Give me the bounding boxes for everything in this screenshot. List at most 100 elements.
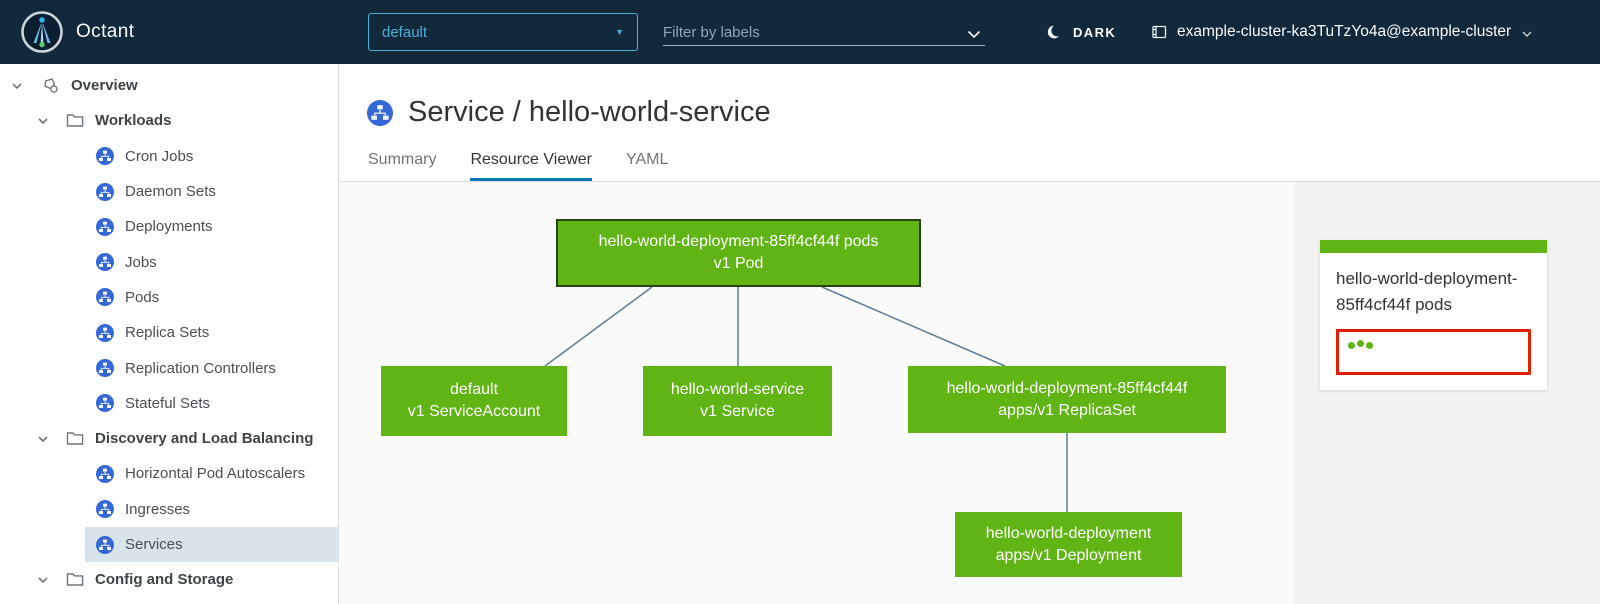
sidebar-item-label: Ingresses [125, 500, 191, 518]
sidebar-item-label: Jobs [125, 253, 157, 271]
tab-divider [340, 181, 1600, 182]
pod-ok-dot [1366, 341, 1373, 349]
stateful-sets-icon [95, 393, 115, 413]
pod-ok-dot [1348, 341, 1355, 349]
sidebar-item-config-and-storage[interactable]: Config and Storage [0, 562, 338, 597]
sidebar-item-discovery-and-load-balancing[interactable]: Discovery and Load Balancing [0, 421, 338, 456]
tab-yaml[interactable]: YAML [626, 151, 669, 168]
card-body: hello-world-deployment-85ff4cf44f pods [1320, 253, 1547, 390]
namespace-selected-value: default [382, 23, 428, 41]
tab-resource-viewer[interactable]: Resource Viewer [470, 151, 592, 182]
sidebar-item-label: Replica Sets [125, 324, 210, 342]
sidebar-item-label: Replication Controllers [125, 359, 276, 377]
sidebar-item-label: Cron Jobs [125, 147, 194, 165]
sidebar-item-label: Services [125, 536, 183, 553]
tab-bar: Summary Resource Viewer YAML [368, 151, 668, 182]
sidebar-item-label: Deployments [125, 218, 213, 236]
cluster-chevron-icon [1522, 30, 1532, 38]
octant-logo-icon [20, 10, 64, 54]
app-title: Octant [76, 21, 135, 42]
selected-resource-card[interactable]: hello-world-deployment-85ff4cf44f pods [1320, 240, 1547, 390]
detail-panel: hello-world-deployment-85ff4cf44f pods [1294, 182, 1600, 604]
cron-jobs-icon [95, 146, 115, 166]
sidebar-item-replica-sets[interactable]: Replica Sets [0, 315, 338, 350]
namespace-dropdown[interactable]: default ▼ [368, 13, 638, 51]
pods-icon [95, 287, 115, 307]
node-kind: apps/v1 ReplicaSet [998, 401, 1136, 419]
sidebar-item-jobs[interactable]: Jobs [0, 244, 338, 279]
label-filter [663, 16, 985, 46]
sidebar-item-stateful-sets[interactable]: Stateful Sets [0, 386, 338, 421]
node-name: hello-world-deployment-85ff4cf44f pods [598, 233, 879, 251]
objects-icon [41, 76, 61, 96]
folder-icon [65, 429, 85, 449]
graph-edge [821, 286, 1006, 367]
theme-toggle[interactable]: DARK [1046, 0, 1116, 64]
sidebar-item-daemon-sets[interactable]: Daemon Sets [0, 174, 338, 209]
node-kind: v1 Pod [713, 255, 764, 272]
tab-summary[interactable]: Summary [368, 151, 437, 168]
sidebar-item-replication-controllers[interactable]: Replication Controllers [0, 350, 338, 385]
node-name: default [449, 381, 499, 399]
resource-viewer-graph: hello-world-deployment-85ff4cf44f pods v1… [340, 182, 1294, 604]
jobs-icon [95, 252, 115, 272]
node-name: hello-world-deployment-85ff4cf44f [946, 379, 1188, 397]
graph-node-pod[interactable]: hello-world-deployment-85ff4cf44f pods v1… [556, 219, 921, 287]
resource-graph-edges [544, 286, 1068, 512]
card-status-bar [1320, 240, 1547, 253]
sidebar-item-overview[interactable]: Overview [0, 68, 338, 103]
graph-node-deployment[interactable]: hello-world-deployment apps/v1 Deployment [955, 512, 1182, 577]
sidebar-item-label: Workloads [95, 112, 172, 130]
filter-chevron-icon[interactable] [967, 30, 981, 39]
cluster-selector[interactable]: example-cluster-ka3TuTzYo4a@example-clus… [1150, 0, 1532, 64]
moon-icon [1046, 23, 1064, 41]
folder-icon [65, 111, 85, 131]
node-kind: v1 ServiceAccount [407, 403, 541, 420]
node-kind: apps/v1 Deployment [995, 546, 1142, 564]
sidebar-item-deployments[interactable]: Deployments [0, 209, 338, 244]
chevron-down-icon[interactable] [11, 80, 23, 92]
graph-node-serviceaccount[interactable]: default v1 ServiceAccount [381, 366, 567, 436]
folder-icon [65, 570, 85, 590]
sidebar-item-services[interactable]: Services [0, 526, 338, 563]
ingresses-icon [95, 499, 115, 519]
label-filter-input[interactable] [663, 24, 967, 41]
card-title: hello-world-deployment-85ff4cf44f pods [1336, 269, 1518, 315]
sidebar-item-label: Daemon Sets [125, 183, 216, 201]
daemon-sets-icon [95, 182, 115, 202]
sidebar-item-workloads[interactable]: Workloads [0, 103, 338, 138]
page-header: Service / hello-world-service [366, 96, 771, 129]
deployments-icon [95, 217, 115, 237]
chevron-down-icon[interactable] [37, 115, 49, 127]
node-name: hello-world-service [670, 381, 805, 399]
top-navbar: Octant default ▼ DARK example-cluster-ka… [0, 0, 1600, 64]
node-name: hello-world-deployment [985, 524, 1152, 542]
main-content: Service / hello-world-service Summary Res… [340, 64, 1600, 604]
sidebar-item-ingresses[interactable]: Ingresses [0, 492, 338, 527]
theme-toggle-label: DARK [1073, 24, 1117, 40]
cluster-icon [1150, 23, 1168, 41]
horizontal-pod-autoscalers-icon [95, 464, 115, 484]
sidebar-item-label: Horizontal Pod Autoscalers [125, 465, 306, 483]
chevron-down-icon[interactable] [37, 574, 49, 586]
page-title: Service / hello-world-service [408, 96, 771, 128]
service-resource-icon [366, 99, 394, 127]
services-icon [95, 535, 115, 555]
chevron-down-icon[interactable] [37, 433, 49, 445]
sidebar-item-label: Config and Storage [95, 571, 234, 589]
graph-edge [544, 286, 653, 367]
dropdown-caret-icon: ▼ [615, 27, 624, 37]
replica-sets-icon [95, 323, 115, 343]
sidebar-item-pods[interactable]: Pods [0, 280, 338, 315]
sidebar-item-label: Overview [71, 77, 138, 95]
replication-controllers-icon [95, 358, 115, 378]
sidebar-item-horizontal-pod-autoscalers[interactable]: Horizontal Pod Autoscalers [0, 456, 338, 491]
sidebar-item-label: Discovery and Load Balancing [95, 430, 314, 448]
pod-status-box[interactable] [1336, 328, 1531, 375]
graph-node-replicaset[interactable]: hello-world-deployment-85ff4cf44f apps/v1… [908, 366, 1226, 433]
sidebar-item-cron-jobs[interactable]: Cron Jobs [0, 139, 338, 174]
sidebar-item-label: Pods [125, 288, 160, 306]
pod-ok-dot [1357, 339, 1364, 347]
